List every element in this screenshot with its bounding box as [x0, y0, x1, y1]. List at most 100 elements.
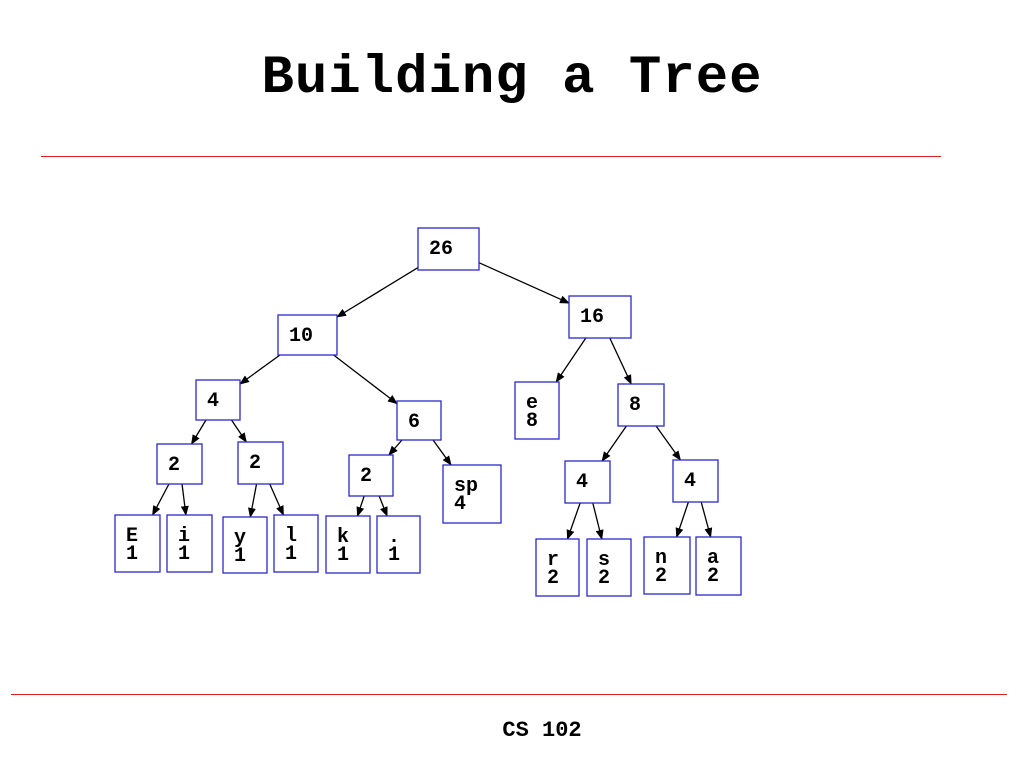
- tree-node-label: 4: [207, 390, 219, 413]
- tree-node-box: [195, 379, 241, 421]
- tree-node-label: r: [547, 549, 559, 572]
- tree-node-label: 2: [168, 454, 180, 477]
- tree-node-box: [396, 400, 442, 441]
- tree-edge-n4c-to-a: [700, 501, 713, 538]
- tree-edge-n10-to-n4a: [239, 354, 281, 385]
- tree-node-count: 1: [285, 543, 297, 566]
- tree-node-box: [277, 314, 338, 356]
- tree-node-sp: sp4: [442, 464, 502, 524]
- tree-edge-n4a-to-n2a: [190, 419, 207, 445]
- tree-node-box: [348, 454, 394, 497]
- tree-node-count: 2: [655, 565, 667, 588]
- tree-node-box: [672, 459, 719, 503]
- tree-node-box: [535, 538, 580, 597]
- tree-edge-n2c-to-k: [356, 495, 365, 517]
- tree-node-label: sp: [454, 475, 478, 498]
- tree-node-label: 2: [249, 452, 261, 475]
- tree-node-label: 4: [684, 470, 696, 493]
- tree-node-n10: 10: [277, 314, 338, 356]
- tree-node-dot: .1: [376, 515, 421, 574]
- tree-node-n2a: 2: [156, 443, 203, 485]
- tree-node-label: E: [126, 525, 138, 548]
- tree-node-n4a: 4: [195, 379, 241, 421]
- tree-node-box: [114, 514, 161, 573]
- tree-node-box: [166, 514, 213, 573]
- tree-edge-n2b-to-l: [269, 483, 285, 516]
- tree-node-label: l: [285, 525, 297, 548]
- tree-node-n6: 6: [396, 400, 442, 441]
- tree-node-box: [442, 464, 502, 524]
- tree-node-label: e: [526, 392, 538, 415]
- tree-node-label: 6: [408, 411, 420, 434]
- tree-edge-n2b-to-y: [248, 483, 258, 518]
- tree-edge-n4c-to-n: [675, 501, 690, 538]
- tree-node-box: [564, 460, 611, 504]
- tree-node-count: 2: [707, 565, 719, 588]
- tree-edge-n8-to-n4b: [601, 425, 627, 462]
- tree-edge-n4b-to-r: [566, 502, 581, 540]
- tree-node-box: [376, 515, 421, 574]
- tree-node-s: s2: [586, 538, 632, 597]
- tree-node-label: y: [234, 527, 246, 550]
- tree-node-box: [222, 516, 268, 574]
- tree-node-l: l1: [273, 514, 319, 573]
- tree-edge-n4a-to-n2b: [230, 419, 247, 443]
- tree-node-n: n2: [643, 536, 691, 595]
- tree-node-root: 26: [417, 227, 480, 271]
- tree-node-count: 2: [547, 567, 559, 590]
- tree-edge-root-to-n16: [478, 262, 570, 304]
- tree-node-count: 1: [234, 545, 246, 568]
- tree-node-label: 2: [360, 465, 372, 488]
- tree-node-box: [417, 227, 480, 271]
- tree-edge-n16-to-e: [555, 337, 587, 383]
- tree-node-label: .: [388, 526, 400, 549]
- tree-node-count: 1: [388, 544, 400, 567]
- tree-node-box: [156, 443, 203, 485]
- tree-node-label: n: [655, 547, 667, 570]
- tree-node-box: [617, 383, 665, 427]
- tree-node-count: 8: [526, 410, 538, 433]
- tree-node-e: e8: [514, 381, 560, 440]
- tree-node-y: y1: [222, 516, 268, 574]
- tree-node-label: k: [337, 526, 349, 549]
- tree-node-n4c: 4: [672, 459, 719, 503]
- tree-node-count: 1: [337, 544, 349, 567]
- tree-edge-root-to-n10: [336, 267, 419, 318]
- tree-edge-n6-to-n2c: [388, 439, 403, 456]
- tree-node-n2b: 2: [237, 441, 284, 485]
- tree-edge-n8-to-n4c: [655, 425, 682, 461]
- tree-node-box: [568, 295, 632, 339]
- tree-node-r: r2: [535, 538, 580, 597]
- tree-node-count: 1: [178, 543, 190, 566]
- tree-node-box: [514, 381, 560, 440]
- tree-node-label: 4: [576, 471, 588, 494]
- bottom-divider: [11, 694, 1007, 695]
- tree-edge-n2a-to-E: [151, 483, 170, 516]
- tree-node-box: [643, 536, 691, 595]
- tree-node-n4b: 4: [564, 460, 611, 504]
- tree-node-label: 10: [289, 325, 313, 348]
- tree-node-count: 4: [454, 493, 466, 516]
- tree-node-box: [325, 515, 371, 574]
- tree-edge-n16-to-n8: [609, 337, 632, 385]
- tree-edge-n4b-to-s: [592, 502, 604, 540]
- tree-node-count: 2: [598, 567, 610, 590]
- tree-edge-n10-to-n6: [333, 354, 398, 405]
- tree-node-n16: 16: [568, 295, 632, 339]
- tree-node-n8: 8: [617, 383, 665, 427]
- tree-edge-n2a-to-i: [180, 483, 189, 516]
- tree-node-label: 26: [429, 238, 453, 261]
- tree-node-i: i1: [166, 514, 213, 573]
- slide-title: Building a Tree: [261, 48, 763, 109]
- tree-node-label: i: [178, 525, 190, 548]
- slide-footer: CS 102: [502, 718, 582, 743]
- top-divider: [41, 156, 941, 157]
- tree-node-n2c: 2: [348, 454, 394, 497]
- tree-node-box: [695, 536, 742, 596]
- tree-node-k: k1: [325, 515, 371, 574]
- tree-node-box: [273, 514, 319, 573]
- tree-edge-n2c-to-dot: [378, 495, 388, 517]
- tree-node-label: a: [707, 547, 719, 570]
- tree-node-box: [237, 441, 284, 485]
